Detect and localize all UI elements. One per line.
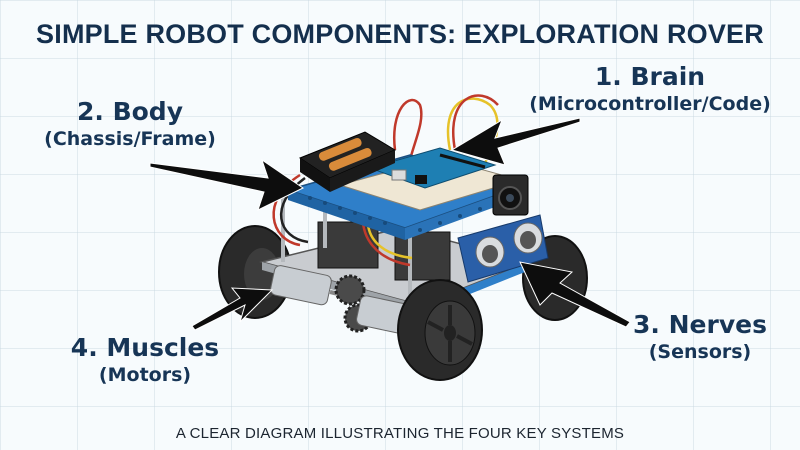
arrow-body-icon	[149, 158, 304, 211]
label-brain: 1. Brain (Microcontroller/Code)	[515, 62, 785, 116]
label-body-title: 2. Body	[76, 97, 184, 126]
label-muscles-subtitle: (Motors)	[98, 364, 192, 386]
front-wheel-icon	[397, 279, 483, 381]
arrow-nerves-icon	[519, 261, 631, 328]
label-body-subtitle: (Chassis/Frame)	[44, 128, 216, 150]
label-nerves-title: 3. Nerves	[633, 310, 767, 339]
diagram-caption: A CLEAR DIAGRAM ILLUSTRATING THE FOUR KE…	[175, 425, 625, 442]
label-brain-title: 1. Brain	[594, 62, 706, 91]
label-brain-subtitle: (Microcontroller/Code)	[529, 93, 771, 115]
battery-pack-icon	[298, 131, 397, 192]
ultrasonic-sensor-icon	[457, 214, 549, 283]
label-nerves: 3. Nerves (Sensors)	[625, 310, 775, 364]
label-body: 2. Body (Chassis/Frame)	[20, 97, 240, 151]
diagram-title: SIMPLE ROBOT COMPONENTS: EXPLORATION ROV…	[36, 19, 764, 49]
arrow-muscles-icon	[191, 287, 274, 331]
label-nerves-subtitle: (Sensors)	[648, 341, 752, 363]
camera-module-icon	[492, 174, 529, 216]
arrow-brain-icon	[450, 117, 581, 166]
label-muscles: 4. Muscles (Motors)	[55, 333, 235, 387]
label-muscles-title: 4. Muscles	[70, 333, 220, 362]
microcontroller-board-icon	[368, 147, 497, 189]
